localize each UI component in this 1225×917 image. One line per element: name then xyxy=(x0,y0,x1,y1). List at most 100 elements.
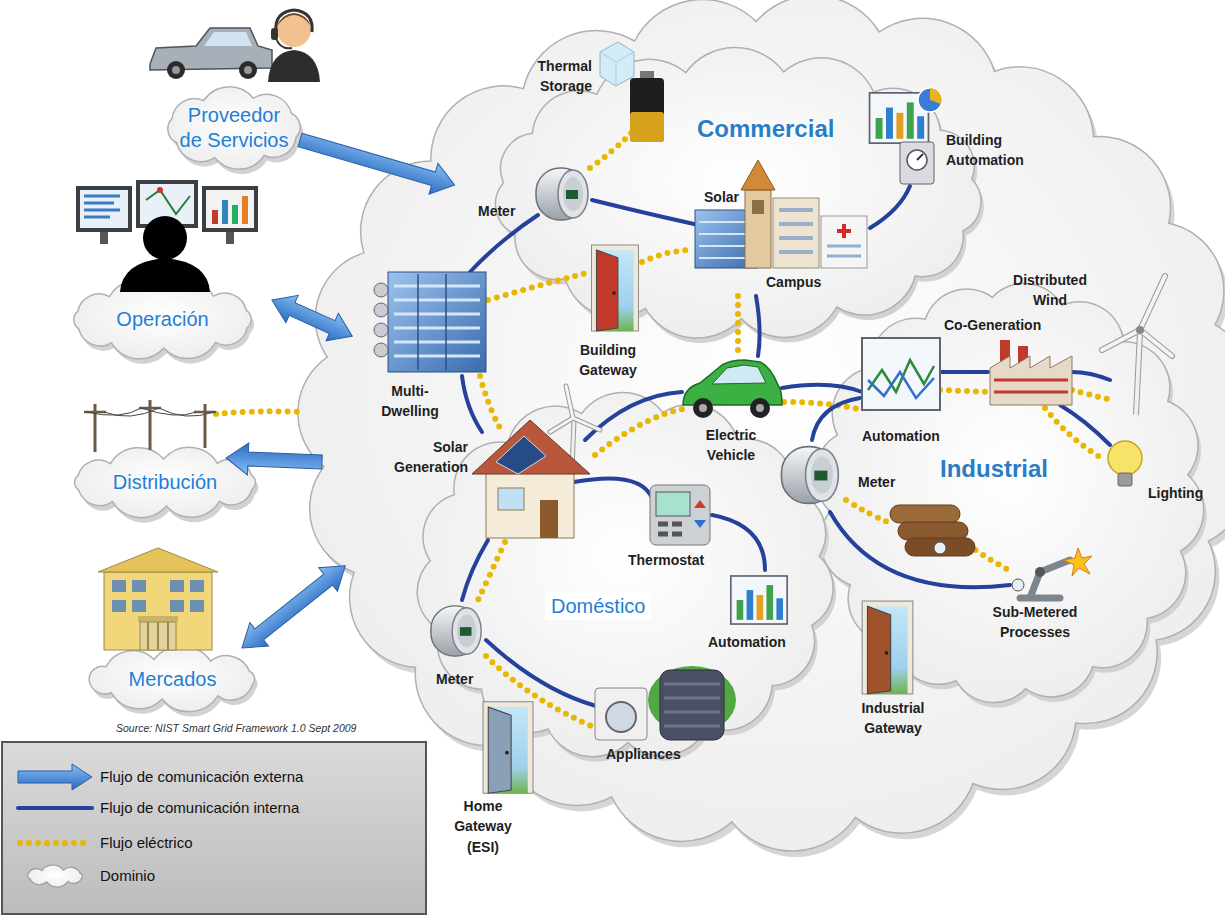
part-label: Solar xyxy=(704,187,739,207)
legend-sample xyxy=(28,865,83,887)
flow-lines xyxy=(592,200,694,224)
thermostat xyxy=(656,492,690,516)
control-room xyxy=(84,196,120,217)
campus-buildings xyxy=(741,160,775,190)
label-anchor: Solar Generation xyxy=(388,437,468,478)
market-building xyxy=(132,600,146,612)
flow-lines xyxy=(642,250,694,262)
multi-dwelling xyxy=(388,272,486,372)
label-anchor: Meter xyxy=(858,472,895,492)
market-building xyxy=(190,580,204,592)
flow-lines xyxy=(585,392,682,440)
house-solar-wind xyxy=(550,386,600,432)
label-anchor: Electric Vehicle xyxy=(692,425,770,466)
co-generation-plant xyxy=(990,340,1072,405)
flow-lines xyxy=(462,376,482,432)
source-note: Source: NIST Smart Grid Framework 1.0 Se… xyxy=(116,722,356,735)
multi-dwelling xyxy=(394,286,480,356)
thermostat xyxy=(650,485,710,545)
market-building xyxy=(170,600,184,612)
wind-turbine xyxy=(1136,332,1140,415)
label-anchor: Solar xyxy=(704,187,739,207)
wind-turbine xyxy=(1136,326,1144,334)
distribution-poles xyxy=(84,400,216,452)
legend-row: Flujo de comunicación interna xyxy=(100,799,299,817)
legend-text: Dominio xyxy=(100,867,155,885)
flow-lines xyxy=(486,640,596,706)
legend-sample xyxy=(20,840,92,846)
market-building xyxy=(112,580,126,592)
domain-cloud xyxy=(298,0,1225,851)
service-truck xyxy=(167,61,185,79)
control-room xyxy=(76,180,258,292)
building-automation xyxy=(918,88,942,112)
part-label: Co-Generation xyxy=(944,315,1041,335)
label-anchor: Thermostat xyxy=(628,550,704,570)
label-anchor: Distributed Wind xyxy=(1004,270,1096,311)
flow-lines xyxy=(1072,390,1112,400)
service-truck xyxy=(244,66,252,74)
control-room xyxy=(206,190,254,228)
domain-name: Distribución xyxy=(113,470,217,495)
flow-lines xyxy=(735,296,741,356)
external-flow-arrow xyxy=(225,442,322,478)
light-bulb xyxy=(1108,441,1142,475)
thermal-storage xyxy=(600,42,664,142)
part-label: Sub-Metered Processes xyxy=(985,602,1085,643)
control-room xyxy=(100,230,108,244)
legend-sample xyxy=(18,764,92,887)
label-anchor: Campus xyxy=(766,272,821,292)
part-label: Industrial Gateway xyxy=(846,698,940,739)
flow-lines xyxy=(574,478,652,498)
co-generation-plant xyxy=(994,380,1068,392)
part-label: Appliances xyxy=(606,744,681,764)
flow-lines xyxy=(940,390,988,392)
multi-dwelling xyxy=(374,283,388,297)
control-room xyxy=(232,205,238,224)
wind-turbine xyxy=(1102,276,1172,415)
market-building xyxy=(190,600,204,612)
building-automation xyxy=(907,150,927,170)
service-operator xyxy=(276,10,312,32)
legend-sample xyxy=(18,806,92,810)
wind-turbine xyxy=(1136,332,1140,415)
industrial-automation xyxy=(868,372,934,398)
part-label: Solar Generation xyxy=(388,437,468,478)
label-anchor: Meter xyxy=(478,201,515,221)
cloud-outline xyxy=(168,87,300,169)
service-operator xyxy=(277,13,311,47)
thermal-storage xyxy=(630,112,664,142)
label-anchor: Automation xyxy=(708,632,786,652)
part-label: Lighting xyxy=(1148,483,1203,503)
legend-text: Flujo eléctrico xyxy=(100,834,193,852)
thermal-storage xyxy=(640,71,654,79)
legend-row: Flujo eléctrico xyxy=(100,834,193,852)
external-domain-cloud: Mercados xyxy=(70,640,275,718)
control-room xyxy=(222,200,228,224)
campus-buildings xyxy=(745,190,771,268)
flow-lines xyxy=(1060,405,1110,445)
service-operator xyxy=(268,50,320,82)
wind-turbine xyxy=(1102,276,1172,356)
flow-lines xyxy=(756,296,760,356)
label-anchor: Lighting xyxy=(1148,483,1203,503)
label-anchor: Building Gateway xyxy=(566,340,650,381)
control-room xyxy=(143,216,187,260)
electric-vehicle xyxy=(683,360,782,405)
flow-lines xyxy=(1045,408,1105,460)
thermal-storage xyxy=(600,52,634,86)
label-anchor: Home Gateway (ESI) xyxy=(446,796,520,857)
multi-dwelling xyxy=(374,303,388,317)
sub-metered-processes xyxy=(934,542,946,554)
market-building xyxy=(138,616,178,622)
campus-buildings xyxy=(821,216,867,268)
thermostat xyxy=(650,485,710,545)
electric-vehicle xyxy=(683,360,782,418)
flow-lines xyxy=(846,500,888,522)
domain-name: Mercados xyxy=(129,667,217,692)
sub-metered-processes xyxy=(905,538,975,556)
building-automation xyxy=(917,154,923,160)
external-flow-arrow xyxy=(225,125,459,660)
electric-vehicle xyxy=(699,404,707,412)
